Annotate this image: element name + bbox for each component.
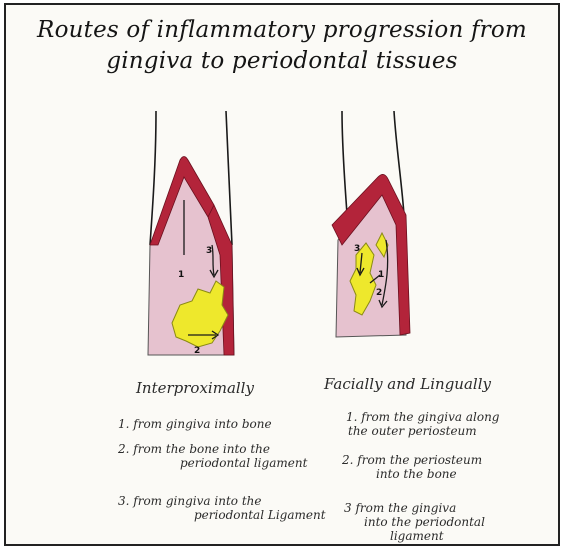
title-line-1: Routes of inflammatory progression from [6, 17, 558, 43]
facial-lingual-item-3-text-cont-2: ligament [344, 529, 485, 543]
facial-lingual-label-1: 1 [378, 270, 384, 280]
interproximal-item-3-text-cont: periodontal Ligament [118, 508, 326, 522]
interproximal-item-2: 2. from the bone into the periodontal li… [118, 442, 307, 470]
interproximal-item-2-number: 2. [118, 442, 129, 456]
facial-lingual-item-3-number: 3 [344, 501, 352, 515]
facial-lingual-item-1-text-cont: the outer periosteum [346, 424, 500, 438]
interproximal-item-1: 1. from gingiva into bone [118, 417, 272, 431]
interproximal-item-2-text-cont: periodontal ligament [118, 456, 307, 470]
facial-lingual-item-1: 1. from the gingiva along the outer peri… [346, 410, 500, 438]
facial-lingual-figure: 1 2 3 [322, 105, 432, 355]
interproximal-figure: 1 2 3 [142, 105, 252, 365]
facial-lingual-item-2-text-cont: into the bone [342, 467, 482, 481]
facial-lingual-label-2: 2 [376, 288, 382, 298]
interproximal-heading: Interproximally [136, 379, 254, 397]
facial-lingual-item-2-number: 2. [342, 453, 353, 467]
facial-lingual-label-3: 3 [354, 244, 360, 254]
facial-lingual-item-1-number: 1. [346, 410, 357, 424]
facial-lingual-heading: Facially and Lingually [324, 375, 491, 393]
interproximal-label-2: 2 [194, 346, 200, 356]
facial-lingual-item-1-text: from the gingiva along [361, 410, 499, 424]
interproximal-item-3-number: 3. [118, 494, 129, 508]
interproximal-item-1-text: from gingiva into bone [133, 417, 271, 431]
interproximal-item-3: 3. from gingiva into the periodontal Lig… [118, 494, 326, 522]
interproximal-label-1: 1 [178, 270, 184, 280]
facial-lingual-item-2-text: from the periosteum [357, 453, 482, 467]
facial-lingual-item-2: 2. from the periosteum into the bone [342, 453, 482, 481]
interproximal-item-1-number: 1. [118, 417, 129, 431]
interproximal-label-3: 3 [206, 246, 212, 256]
interproximal-item-2-text: from the bone into the [133, 442, 270, 456]
diagram-sheet: Routes of inflammatory progression from … [4, 3, 560, 546]
facial-lingual-item-3-text: from the gingiva [355, 501, 456, 515]
facial-lingual-item-3: 3 from the gingiva into the periodontal … [344, 501, 485, 543]
title-line-2: gingiva to periodontal tissues [6, 48, 558, 74]
interproximal-item-3-text: from gingiva into the [133, 494, 261, 508]
facial-lingual-item-3-text-cont: into the periodontal [344, 515, 485, 529]
